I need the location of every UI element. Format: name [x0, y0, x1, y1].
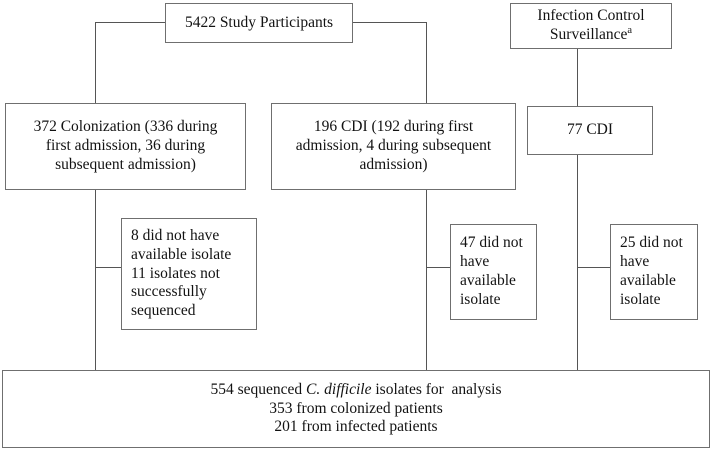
connector-surveillance-to-cdi: [577, 48, 579, 106]
colonization-line-2: first admission, 36 during: [45, 137, 206, 155]
node-final-analysis: 554 sequenced C. difficile isolates for …: [2, 370, 710, 448]
study-participants-label: 5422 Study Participants: [184, 13, 334, 31]
exclusion-colonization-line-5: sequenced: [131, 302, 196, 320]
connector-colonization-to-final: [95, 190, 97, 371]
connector-participants-to-left: [95, 22, 165, 24]
node-exclusion-cdi: 47 did not have available isolate: [450, 224, 537, 320]
exclusion-colonization-line-2: available isolate: [131, 245, 232, 263]
connector-participants-to-right: [352, 22, 427, 24]
cdi-line-3: admission): [359, 155, 428, 173]
exclusion-surveillance-line-1: 25 did not: [620, 234, 683, 252]
final-line-3: 201 from infected patients: [274, 418, 438, 436]
connector-right-vertical: [426, 22, 428, 104]
node-study-participants: 5422 Study Participants: [165, 3, 353, 43]
colonization-line-3: subsequent admission): [55, 155, 196, 173]
colonization-line-1: 372 Colonization (336 during: [33, 118, 218, 136]
exclusion-colonization-line-4: successfully: [131, 283, 207, 301]
infection-control-label-line2: Surveillancea: [549, 24, 633, 43]
connector-left-vertical: [95, 22, 97, 104]
exclusion-cdi-line-3: available: [460, 272, 516, 289]
infection-control-label-line1: Infection Control: [537, 7, 645, 25]
connector-surveillance-to-exclusion: [577, 267, 610, 269]
exclusion-colonization-line-3: 11 isolates not: [131, 264, 220, 282]
exclusion-surveillance-line-3: available: [620, 272, 676, 289]
connector-colonization-to-exclusion: [95, 267, 122, 269]
exclusion-cdi-line-4: isolate: [460, 290, 501, 308]
exclusion-surveillance-line-2: have: [620, 253, 650, 271]
final-line-1: 554 sequenced C. difficile isolates for …: [210, 380, 502, 398]
node-cdi: 196 CDI (192 during first admission, 4 d…: [271, 103, 516, 190]
node-infection-control-surveillance: Infection Control Surveillancea: [510, 3, 672, 49]
exclusion-cdi-line-1: 47 did not: [460, 234, 523, 252]
organism-name: C. difficile: [306, 380, 372, 398]
node-exclusion-colonization: 8 did not have available isolate 11 isol…: [121, 218, 257, 330]
exclusion-colonization-line-1: 8 did not have: [131, 226, 220, 244]
exclusion-surveillance-line-4: isolate: [620, 290, 661, 308]
connector-cdi-to-final: [426, 190, 428, 371]
cdi-surveillance-label: 77 CDI: [566, 121, 614, 139]
node-colonization: 372 Colonization (336 during first admis…: [5, 103, 246, 190]
node-exclusion-surveillance: 25 did not have available isolate: [610, 224, 698, 320]
exclusion-cdi-line-2: have: [460, 253, 490, 271]
connector-cdi-to-exclusion: [426, 267, 450, 269]
cdi-line-2: admission, 4 during subsequent: [295, 137, 492, 155]
final-line-2: 353 from colonized patients: [269, 399, 443, 417]
connector-surveillance-cdi-to-final: [577, 155, 579, 371]
cdi-line-1: 196 CDI (192 during first: [313, 118, 474, 136]
node-cdi-surveillance: 77 CDI: [527, 106, 653, 155]
footnote-marker-a: a: [627, 24, 633, 36]
